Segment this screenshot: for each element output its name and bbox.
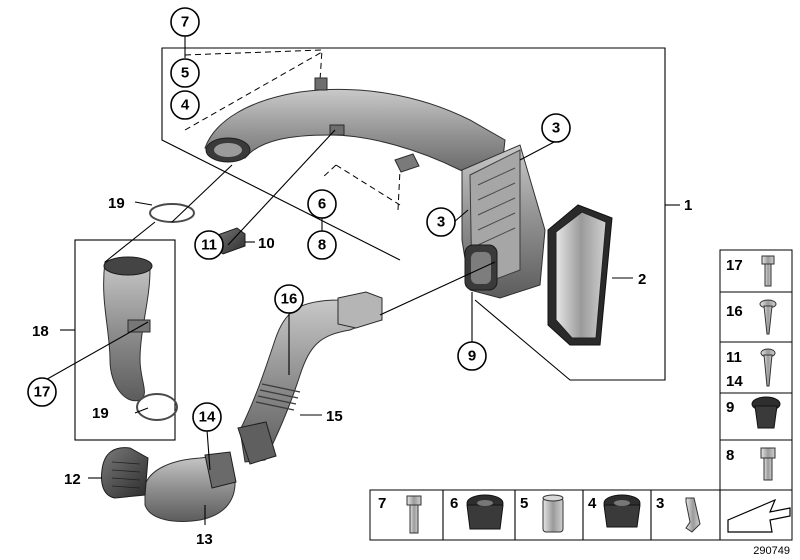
label-18: 18 (32, 323, 49, 340)
callout-6-text: 6 (318, 196, 326, 213)
bottom-panel (369, 489, 793, 541)
callout-11-text: 11 (201, 237, 217, 254)
bottom-item-6: 6 (450, 494, 504, 530)
hose-clamp-lower (136, 393, 178, 421)
side-item-9-label: 9 (726, 399, 734, 416)
hose-box (60, 239, 176, 441)
label-19-bottom: 19 (92, 405, 109, 422)
bottom-item-4-label: 4 (588, 495, 597, 512)
label-13: 13 (196, 531, 213, 548)
side-item-9: 9 (726, 396, 781, 429)
side-item-17: 17 (726, 255, 775, 287)
callout-14: 14 (192, 402, 222, 432)
label-2: 2 (638, 271, 646, 288)
side-item-11-label: 11 (726, 349, 742, 366)
side-item-8-label: 8 (726, 447, 734, 464)
bottom-item-7-label: 7 (378, 495, 386, 512)
callout-3-upper: 3 (541, 113, 571, 143)
filter-element (547, 204, 633, 346)
callout-17: 17 (27, 377, 57, 407)
callout-4-top: 4 (170, 90, 200, 120)
callout-17-text: 17 (34, 384, 51, 401)
elbow-hose (103, 256, 153, 402)
leader-lines (41, 36, 557, 471)
label-15: 15 (326, 408, 343, 425)
callout-5-top-text: 5 (181, 65, 189, 82)
bottom-item-5-label: 5 (520, 495, 528, 512)
callout-7-top-text: 7 (181, 14, 189, 31)
callout-16-text: 16 (281, 291, 298, 308)
callout-14-text: 14 (199, 409, 216, 426)
side-item-11-14: 11 14 (726, 348, 776, 390)
callout-6: 6 (307, 189, 337, 219)
filter-housing (461, 144, 546, 299)
side-item-14-label: 14 (726, 373, 743, 390)
callout-5-top: 5 (170, 58, 200, 88)
callout-3-upper-text: 3 (552, 120, 560, 137)
label-19-top: 19 (108, 195, 125, 212)
bottom-item-3-label: 3 (656, 495, 664, 512)
bottom-item-3: 3 (656, 495, 701, 533)
bottom-item-4: 4 (588, 494, 641, 528)
callout-4-top-text: 4 (181, 97, 190, 114)
label-1: 1 (684, 197, 692, 214)
bottom-item-7: 7 (378, 495, 422, 534)
callout-11: 11 (194, 230, 224, 260)
callout-16: 16 (274, 284, 304, 314)
label-10: 10 (258, 235, 275, 252)
reference-number: 290749 (753, 545, 790, 557)
bottom-item-6-label: 6 (450, 495, 458, 512)
label-12: 12 (64, 471, 81, 488)
callout-8: 8 (307, 230, 337, 260)
dashed-leaders (184, 49, 401, 211)
side-item-17-label: 17 (726, 257, 743, 274)
bottom-item-5: 5 (520, 494, 564, 533)
side-panel (719, 249, 793, 491)
side-item-16-label: 16 (726, 303, 743, 320)
side-item-16: 16 (726, 299, 777, 335)
bottom-duct (144, 451, 237, 525)
bottom-item-arrow (727, 498, 791, 533)
callout-9: 9 (457, 341, 487, 371)
lower-duct (237, 291, 383, 465)
intake-duct (204, 77, 506, 186)
callout-8-text: 8 (318, 237, 326, 254)
callout-3-mid-text: 3 (437, 214, 445, 231)
side-item-8: 8 (726, 447, 776, 481)
hose-clamp-upper (104, 164, 233, 263)
callout-7-top: 7 (170, 7, 200, 37)
callout-9-text: 9 (468, 348, 476, 365)
assembly-frame (161, 47, 680, 381)
callout-3-mid: 3 (426, 207, 456, 237)
grille-part (88, 447, 149, 499)
